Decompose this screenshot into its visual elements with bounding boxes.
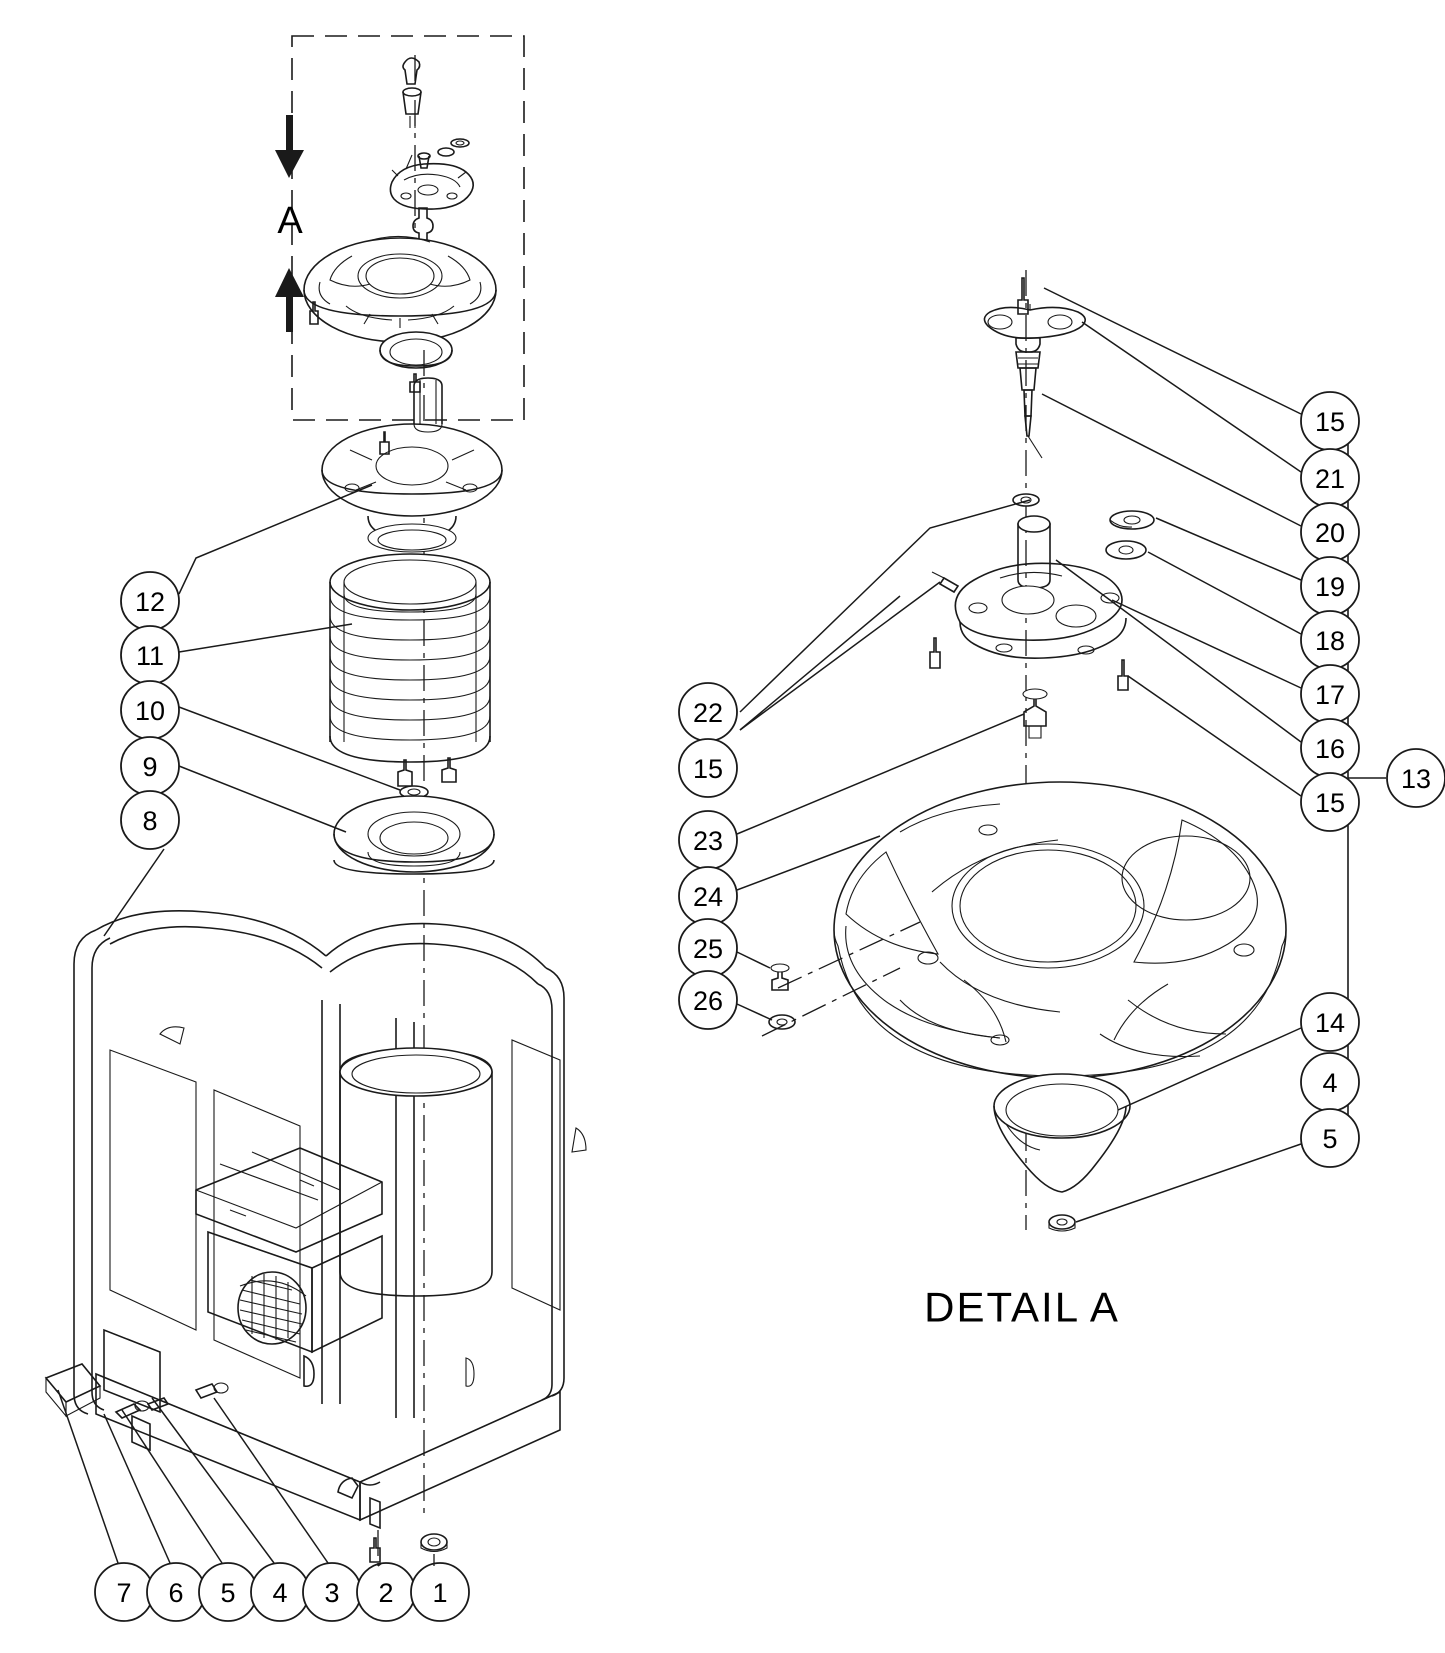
balloon-14[interactable]: 14 [1300, 992, 1360, 1052]
part-10-washer [399, 785, 429, 799]
part-11-helical-coil [329, 553, 491, 787]
balloon-15-top-right[interactable]: 15 [1300, 391, 1360, 451]
balloon-18[interactable]: 18 [1300, 610, 1360, 670]
balloon-23-label: 23 [693, 826, 723, 856]
balloon-8-label: 8 [142, 806, 157, 836]
balloon-18-label: 18 [1315, 626, 1345, 656]
balloon-12-label: 12 [135, 587, 165, 617]
balloon-11-label: 11 [136, 641, 164, 671]
balloon-26[interactable]: 26 [678, 970, 738, 1030]
balloon-12[interactable]: 12 [120, 571, 180, 631]
part-12-housing-disc [321, 377, 503, 553]
fan-mesh-icon [239, 1274, 303, 1343]
balloon-5-detail[interactable]: 5 [1300, 1108, 1360, 1168]
balloon-25-label: 25 [693, 934, 723, 964]
arrow-up-icon [275, 268, 304, 332]
balloon-21-label: 21 [1315, 464, 1345, 494]
balloon-19-label: 19 [1315, 572, 1345, 602]
view-letter-a: A [277, 200, 303, 242]
balloon-21[interactable]: 21 [1300, 448, 1360, 508]
detail-a-title: DETAIL A [924, 1284, 1120, 1331]
balloon-2-label: 2 [378, 1578, 393, 1608]
balloon-10[interactable]: 10 [120, 680, 180, 740]
balloon-4-detail-label: 4 [1322, 1068, 1337, 1098]
balloon-9[interactable]: 9 [120, 736, 180, 796]
balloon-6[interactable]: 6 [146, 1562, 206, 1622]
detail-a-callout-box: A [275, 35, 525, 421]
balloon-26-label: 26 [693, 986, 723, 1016]
balloon-5-label: 5 [220, 1578, 235, 1608]
balloon-8[interactable]: 8 [120, 790, 180, 850]
balloon-20-label: 20 [1315, 518, 1345, 548]
balloon-20[interactable]: 20 [1300, 502, 1360, 562]
balloon-column-left: 12 11 10 9 8 [103, 484, 401, 937]
balloon-7[interactable]: 7 [94, 1562, 154, 1622]
part-manifold-plate [954, 562, 1127, 660]
balloon-1-label: 1 [432, 1578, 447, 1608]
balloon-16-label: 16 [1315, 734, 1345, 764]
balloon-13-label: 13 [1401, 764, 1431, 794]
part-9-base-ring [333, 795, 495, 875]
balloon-17[interactable]: 17 [1300, 664, 1360, 724]
balloon-11[interactable]: 11 [120, 625, 180, 685]
balloon-24[interactable]: 24 [678, 866, 738, 926]
top-small-assembly [389, 55, 474, 242]
balloon-22-label: 22 [693, 698, 723, 728]
balloon-7-label: 7 [116, 1578, 131, 1608]
detail-a-assembly: DETAIL A [739, 270, 1287, 1331]
balloon-19[interactable]: 19 [1300, 556, 1360, 616]
balloon-3[interactable]: 3 [302, 1562, 362, 1622]
balloon-24-label: 24 [693, 882, 723, 912]
part-14-funnel [993, 1073, 1131, 1193]
balloon-15-bottom-right-label: 15 [1315, 788, 1345, 818]
part-fan-cover-plate [303, 235, 497, 393]
balloon-1[interactable]: 1 [410, 1562, 470, 1622]
part-8-frame-chassis [44, 910, 587, 1563]
part-24-fan-plate [833, 781, 1287, 1079]
balloon-9-label: 9 [142, 752, 157, 782]
balloon-25[interactable]: 25 [678, 918, 738, 978]
balloon-22[interactable]: 22 [678, 682, 738, 742]
balloon-column-detail-right: 13 15 21 20 19 [1041, 287, 1445, 1223]
balloon-13[interactable]: 13 [1386, 748, 1445, 808]
balloon-4-label: 4 [272, 1578, 287, 1608]
balloon-17-label: 17 [1315, 680, 1345, 710]
balloon-row-bottom: 7 6 5 4 3 [57, 1389, 470, 1622]
balloon-15-top-right-label: 15 [1315, 407, 1345, 437]
arrow-down-icon [275, 115, 304, 178]
balloon-5-detail-label: 5 [1322, 1124, 1337, 1154]
balloon-column-detail-left: 22 15 23 24 25 26 [678, 682, 1025, 1030]
balloon-4-detail[interactable]: 4 [1300, 1052, 1360, 1112]
balloon-5[interactable]: 5 [198, 1562, 258, 1622]
balloon-14-label: 14 [1315, 1008, 1345, 1038]
balloon-15-left[interactable]: 15 [678, 738, 738, 798]
balloon-10-label: 10 [135, 696, 165, 726]
balloon-15-left-label: 15 [693, 754, 723, 784]
balloon-6-label: 6 [168, 1578, 183, 1608]
balloon-2[interactable]: 2 [356, 1562, 416, 1622]
balloon-3-label: 3 [324, 1578, 339, 1608]
balloon-16[interactable]: 16 [1300, 718, 1360, 778]
balloon-4[interactable]: 4 [250, 1562, 310, 1622]
balloon-23[interactable]: 23 [678, 810, 738, 870]
balloon-15-bottom-right[interactable]: 15 [1300, 772, 1360, 832]
